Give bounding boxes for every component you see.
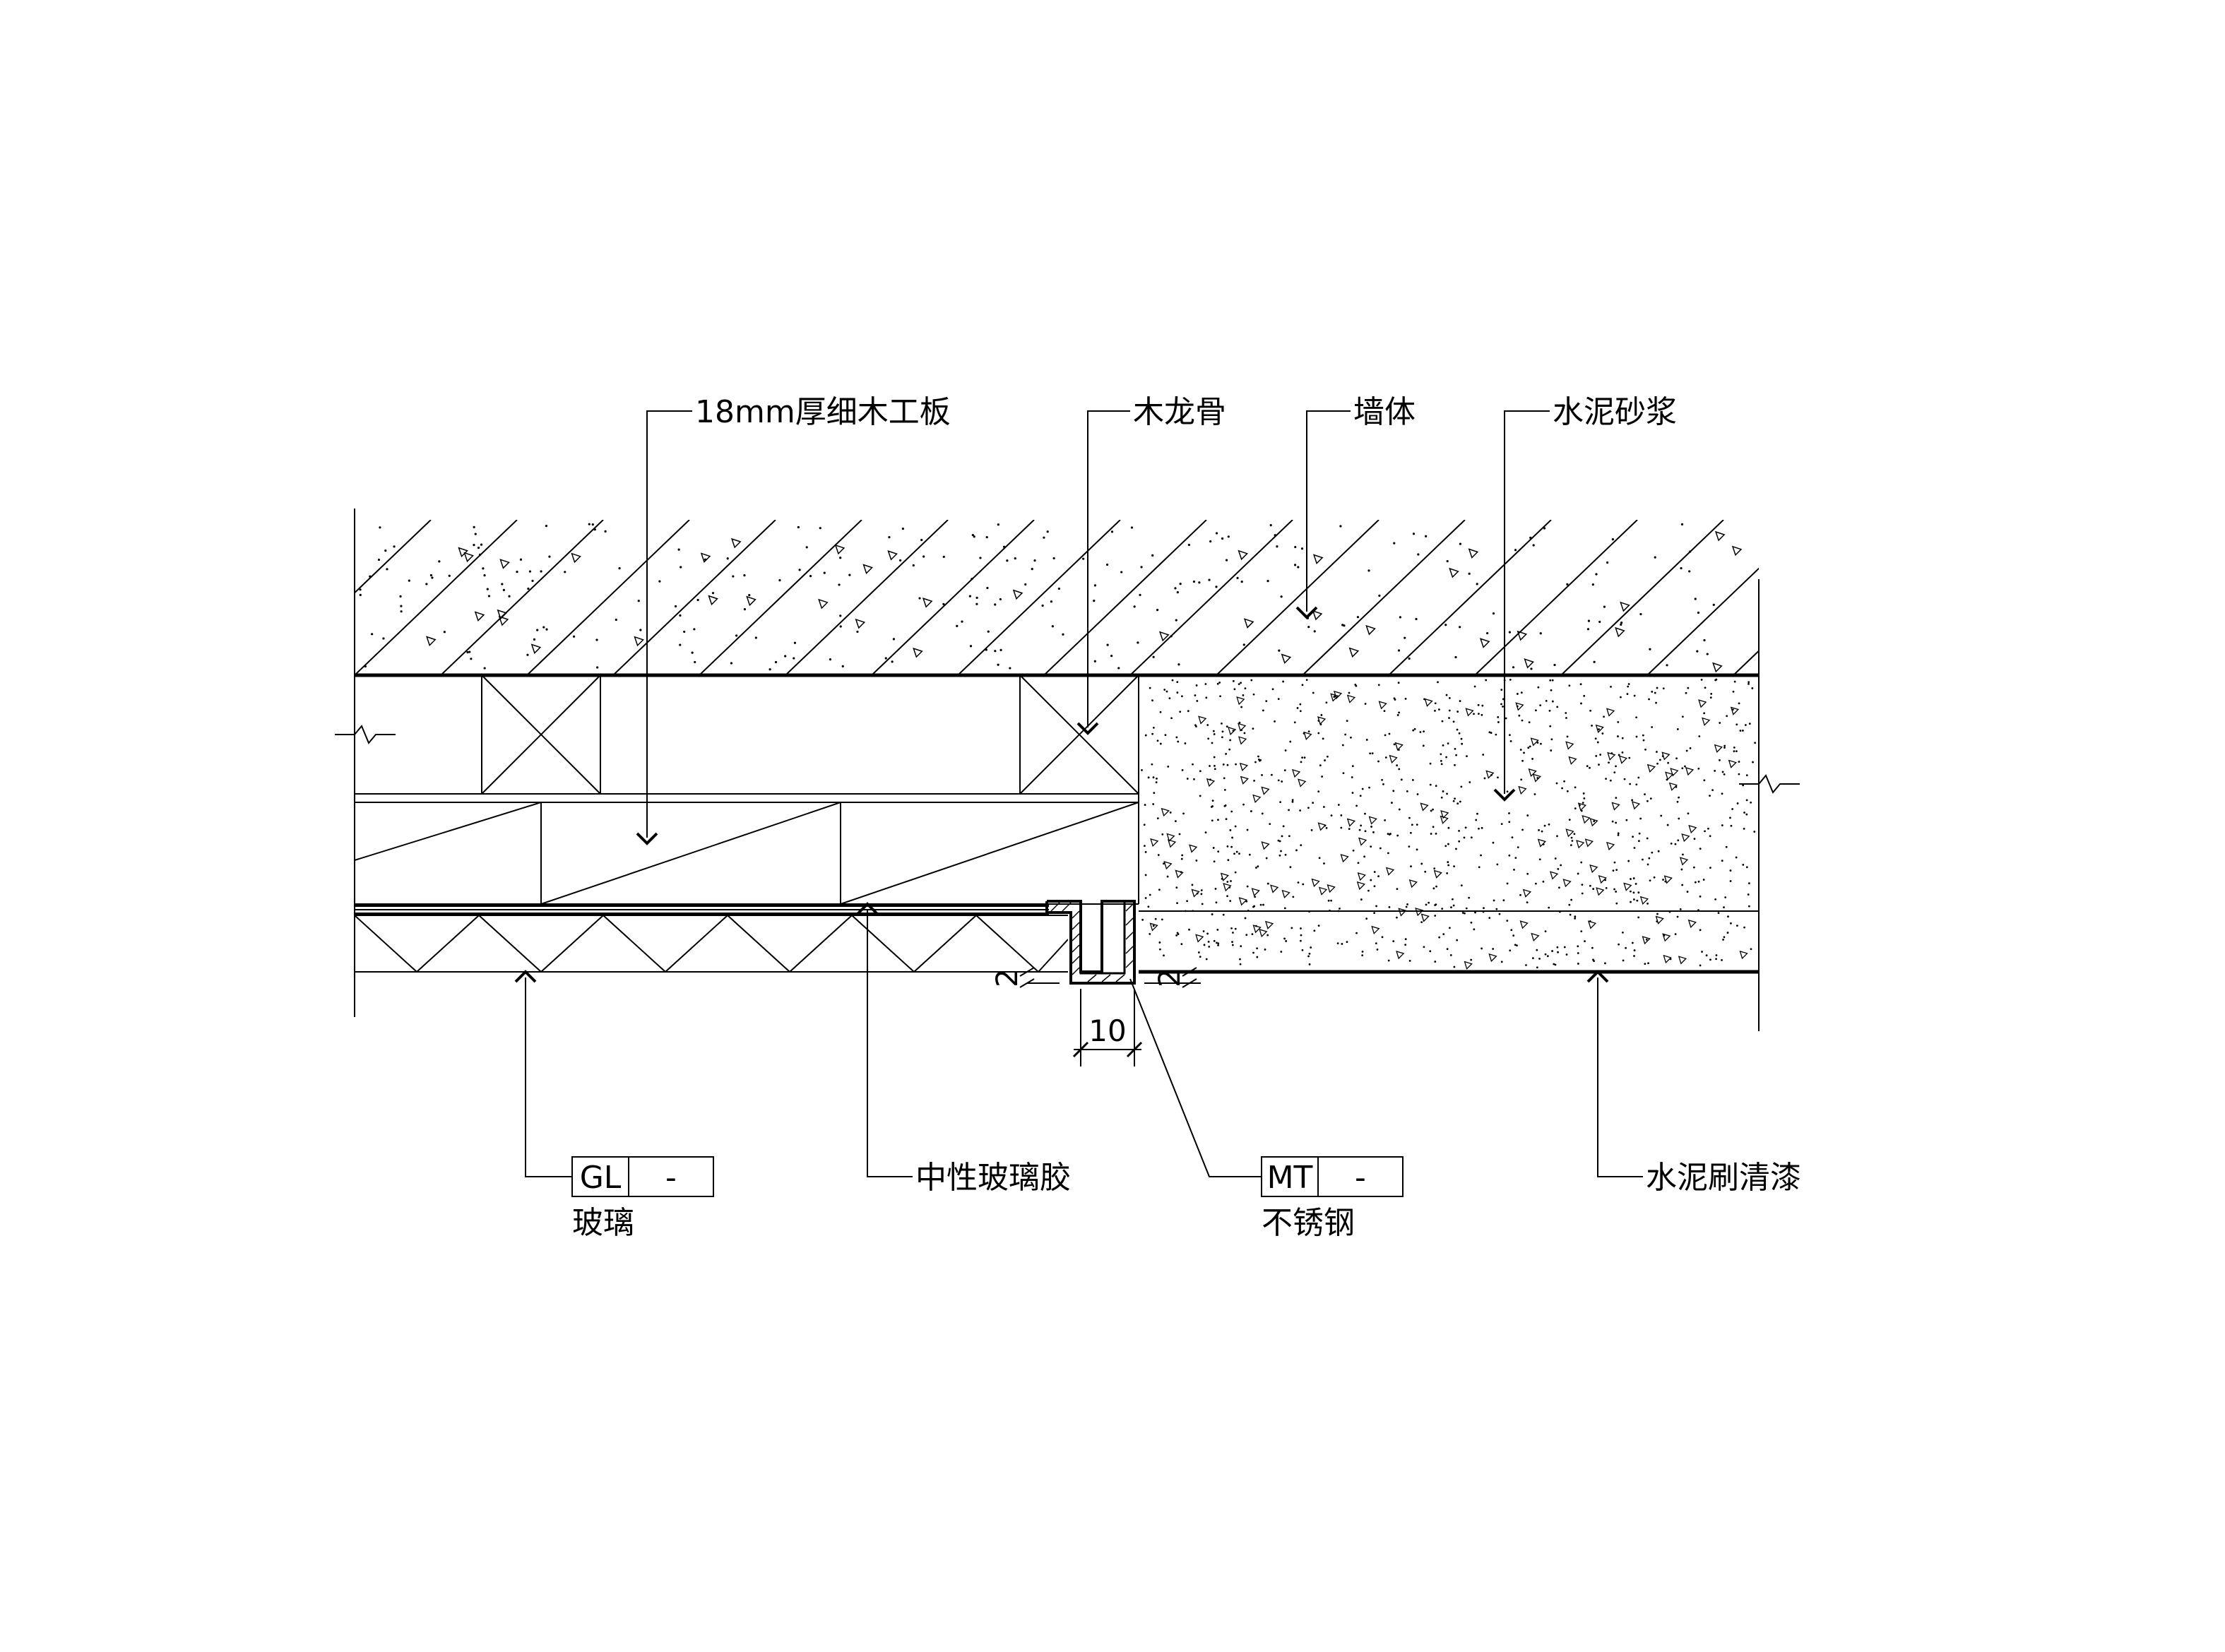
wood-keel-2 — [1019, 675, 1139, 795]
dimension-gap-right: 2 — [1144, 967, 1201, 988]
steel-dash: - — [1355, 1160, 1366, 1196]
sealant-layer — [355, 904, 1049, 915]
dimension-gap-left: 2 — [990, 967, 1060, 988]
leader-steel: MT - 不锈钢 — [1129, 978, 1404, 1241]
plywood-board — [354, 802, 1139, 905]
leader-glass: GL - 玻璃 — [514, 970, 714, 1241]
leader-mortar: 水泥砂浆 — [1493, 394, 1677, 802]
wood-keel-1 — [481, 675, 601, 795]
label-sealant: 中性玻璃胶 — [915, 1160, 1071, 1196]
cement-mortar-block — [1138, 675, 1760, 1031]
label-board: 18mm厚细木工板 — [695, 394, 951, 430]
gap-right-value: 2 — [1152, 968, 1187, 987]
break-mark-left — [335, 725, 396, 744]
leader-sealant: 中性玻璃胶 — [856, 902, 1071, 1196]
label-glass: 玻璃 — [572, 1205, 634, 1241]
leader-keel: 木龙骨 — [1076, 394, 1226, 735]
glass-code: GL — [580, 1160, 622, 1196]
gap-left-value: 2 — [990, 968, 1024, 987]
label-steel: 不锈钢 — [1262, 1205, 1355, 1241]
wall-section — [354, 509, 1760, 675]
leader-board: 18mm厚细木工板 — [636, 394, 951, 845]
label-wall: 墙体 — [1353, 394, 1416, 430]
label-mortar: 水泥砂浆 — [1553, 394, 1677, 430]
glass-dash: - — [665, 1160, 677, 1196]
channel-width-value: 10 — [1088, 1014, 1126, 1048]
leader-wall: 墙体 — [1295, 394, 1416, 619]
break-mark-right — [1739, 774, 1800, 794]
glass-panel — [355, 914, 1068, 973]
label-paint: 水泥刷清漆 — [1646, 1160, 1801, 1196]
stainless-steel-channel — [1045, 900, 1136, 985]
steel-code: MT — [1267, 1160, 1313, 1196]
leader-paint: 水泥刷清漆 — [1586, 970, 1801, 1196]
dimension-channel-width: 10 — [1072, 989, 1143, 1066]
label-keel: 木龙骨 — [1133, 394, 1226, 430]
